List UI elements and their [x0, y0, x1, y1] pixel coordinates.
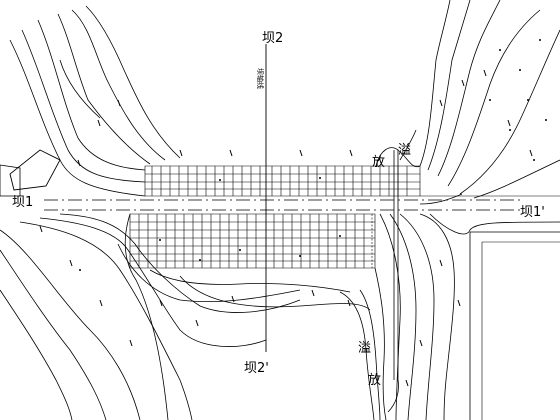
spillway-top-label: 溢: [398, 143, 411, 158]
left-terrain-contours: [0, 5, 371, 420]
dam1-right-label: 坝1': [520, 205, 545, 220]
contour-tick-marks: [39, 69, 533, 387]
spillway-bottom-label: 溢: [358, 341, 371, 356]
spillway-structure: [387, 150, 399, 413]
dam2-top-label: 坝2: [262, 31, 283, 46]
release-top-label: 放: [372, 155, 385, 170]
hillside-dots: [79, 39, 547, 271]
release-bottom-label: 放: [368, 373, 381, 388]
upper-embankment-grid: [144, 165, 421, 197]
lower-embankment-grid: [129, 213, 376, 269]
right-terrain-contours: [339, 0, 560, 420]
axis-note-label: 坝轴线: [256, 68, 265, 89]
dam1-left-label: 坝1: [12, 195, 33, 210]
dam2-bottom-label: 坝2': [244, 361, 269, 376]
